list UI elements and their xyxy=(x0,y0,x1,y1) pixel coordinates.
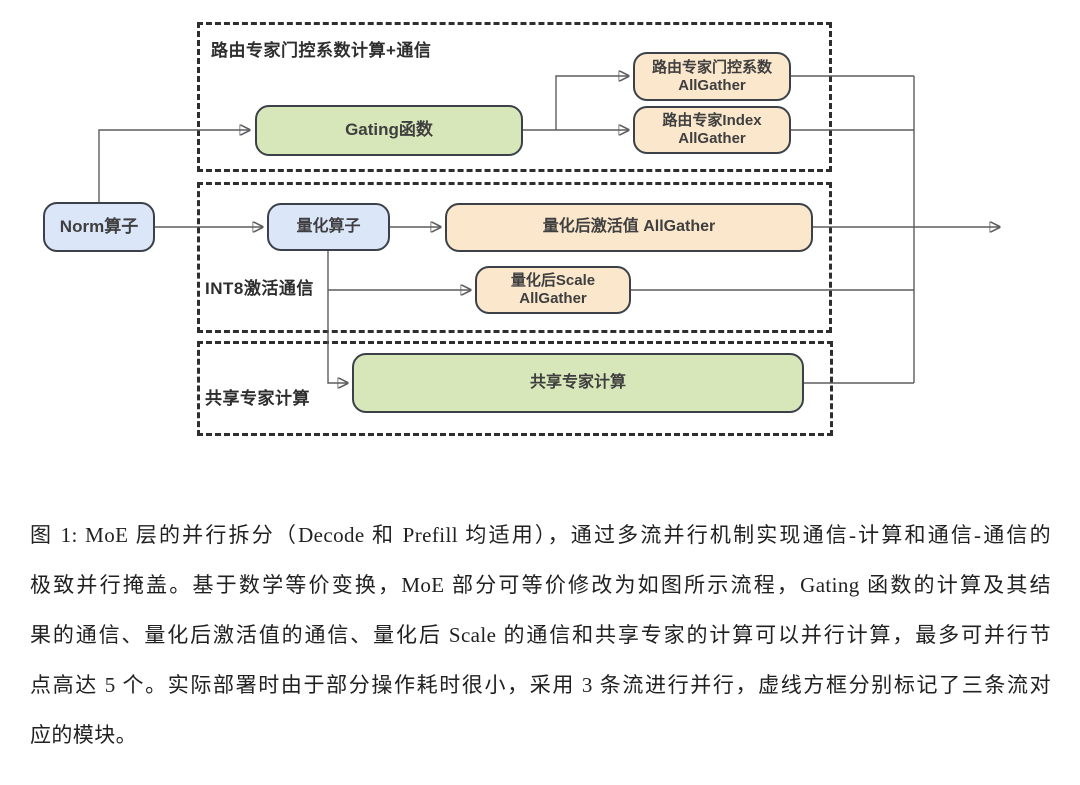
node-quantize-operator: 量化算子 xyxy=(267,203,390,251)
node-quantized-activation-label: 量化后激活值 AllGather xyxy=(542,218,716,236)
caption-line-5: 应的模块。 xyxy=(30,723,137,747)
node-quant-label: 量化算子 xyxy=(296,217,361,235)
gate-coeff-line1: 路由专家门控系数 xyxy=(651,58,772,76)
node-gate-coeff-allgather: 路由专家门控系数 AllGather xyxy=(633,52,791,101)
node-norm-operator: Norm算子 xyxy=(43,202,155,252)
caption-line-3: 果的通信、量化后激活值的通信、量化后 Scale 的通信和共享专家的计算可以并行… xyxy=(30,623,1051,647)
caption-line-2: 极致并行掩盖。基于数学等价变换，MoE 部分可等价修改为如图所示流程，Gatin… xyxy=(30,573,1051,597)
gate-coeff-line2: AllGather xyxy=(678,76,746,94)
caption-line-4: 点高达 5 个。实际部署时由于部分操作耗时很小，采用 3 条流进行并行，虚线方框… xyxy=(30,673,1051,697)
group-routing-label: 路由专家门控系数计算+通信 xyxy=(211,41,432,60)
group-shared-expert-stream: 共享专家计算 xyxy=(197,341,833,436)
figure-caption: 图 1: MoE 层的并行拆分（Decode 和 Prefill 均适用），通过… xyxy=(30,510,1051,760)
moe-parallel-diagram: 路由专家门控系数计算+通信 INT8激活通信 共享专家计算 xyxy=(43,22,1080,436)
node-quantized-activation-allgather: 量化后激活值 AllGather xyxy=(445,203,813,252)
node-shared-expert-compute: 共享专家计算 xyxy=(352,353,804,413)
caption-line-1: 图 1: MoE 层的并行拆分（Decode 和 Prefill 均适用），通过… xyxy=(30,523,1051,547)
node-quantized-scale-label: 量化后Scale AllGather xyxy=(511,272,595,307)
node-norm-label: Norm算子 xyxy=(59,216,139,236)
node-shared-expert-label: 共享专家计算 xyxy=(529,373,626,391)
node-expert-index-allgather: 路由专家Index AllGather xyxy=(633,106,791,154)
group-int8-activation-stream: INT8激活通信 xyxy=(197,182,832,333)
node-gating-function: Gating函数 xyxy=(255,105,523,156)
node-gating-label: Gating函数 xyxy=(345,120,433,140)
expert-index-line2: AllGather xyxy=(678,130,746,147)
group-shared-label: 共享专家计算 xyxy=(205,389,310,408)
quantized-scale-line2: AllGather xyxy=(519,290,587,307)
group-int8-label: INT8激活通信 xyxy=(205,279,314,298)
node-quantized-scale-allgather: 量化后Scale AllGather xyxy=(475,266,631,314)
node-gate-coeff-allgather-label: 路由专家门控系数 AllGather xyxy=(652,59,772,94)
quantized-scale-line1: 量化后Scale xyxy=(510,272,596,290)
expert-index-line1: 路由专家Index xyxy=(662,112,762,130)
node-expert-index-allgather-label: 路由专家Index AllGather xyxy=(662,112,761,147)
group-routing-gating-stream: 路由专家门控系数计算+通信 xyxy=(197,22,832,172)
